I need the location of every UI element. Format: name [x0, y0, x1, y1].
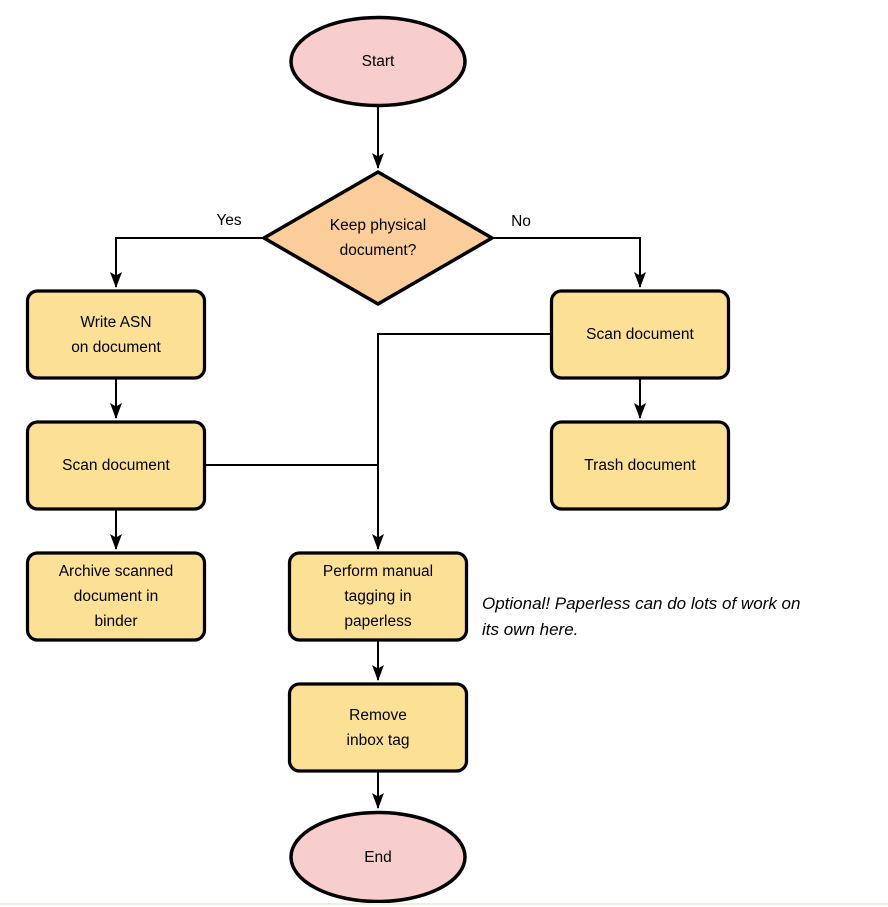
- optional-note: Optional! Paperless can do lots of work …: [482, 594, 801, 639]
- bottom-rule: [0, 903, 888, 905]
- write-asn-node-shape: [25, 289, 207, 380]
- edge-decision-yes: [110, 237, 264, 288]
- scan-right-node-shape: [549, 289, 731, 380]
- scan-left-node-label: Scan document: [62, 457, 170, 474]
- remove-inbox-node-label: Remove inbox tag: [346, 706, 410, 749]
- start-node-shape: [289, 15, 467, 108]
- decision-node-label: Keep physical document?: [329, 217, 427, 259]
- scan-right-node-label: Scan document: [586, 326, 694, 343]
- edge-decision-no: [492, 237, 646, 288]
- end-node-shape: [289, 810, 467, 904]
- edge-scanright-to-tagging: [372, 333, 551, 550]
- end-node-label: End: [364, 848, 392, 866]
- write-asn-node-label: Write ASN on document: [71, 313, 161, 356]
- no-edge-label: No: [511, 213, 531, 230]
- tagging-node-shape: [287, 551, 469, 642]
- start-node-label: Start: [361, 53, 395, 70]
- trash-node-shape: [549, 420, 731, 511]
- scan-left-node-shape: [25, 420, 207, 511]
- archive-node-label: Archive scanned document in binder: [58, 563, 174, 630]
- tagging-node-label: Perform manual tagging in paperless: [322, 563, 434, 630]
- yes-edge-label: Yes: [216, 212, 242, 229]
- decision-node-shape: [262, 170, 494, 306]
- remove-inbox-node-shape: [287, 682, 469, 773]
- archive-node-shape: [25, 551, 207, 642]
- trash-node-label: Trash document: [584, 457, 696, 474]
